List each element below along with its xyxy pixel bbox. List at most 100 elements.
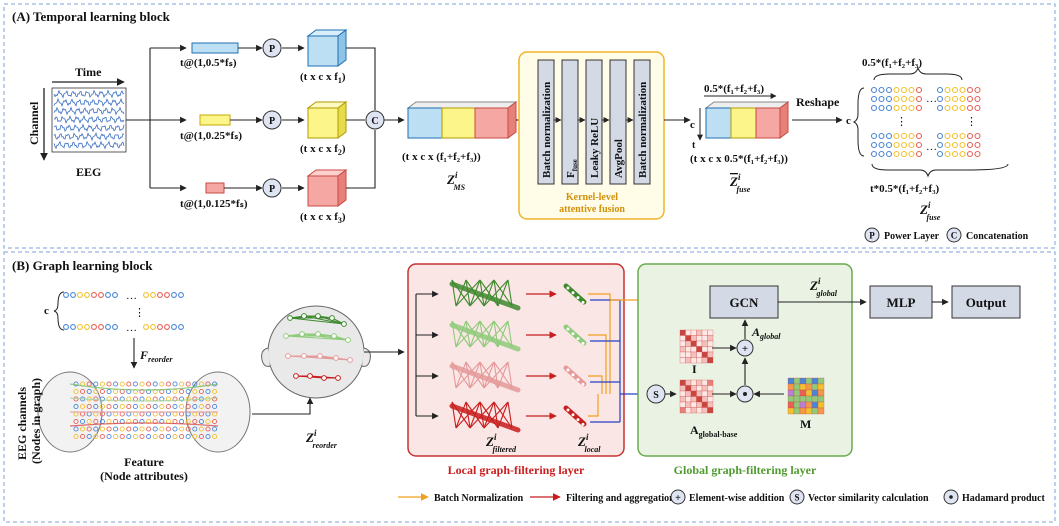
feature-label-1: Feature (124, 455, 164, 469)
cube-red (306, 169, 348, 207)
kernel-caption-1: Kernel-level (566, 192, 618, 203)
svg-text:P: P (269, 116, 275, 127)
filter-bar-1 (191, 42, 239, 54)
eeg-channel-label: Channel (27, 101, 41, 145)
power-layer-1: P (262, 38, 282, 58)
kernel-layer-4 (609, 59, 627, 185)
power-layer-2: P (262, 110, 282, 130)
fuse-dim: (t x c x 0.5*(f₁+f₂+f₃)) (690, 153, 788, 165)
local-graphs (449, 279, 521, 433)
svg-text:P: P (269, 44, 275, 55)
kernel-layer-1 (537, 59, 555, 185)
elementwise-add-node: + (736, 339, 754, 357)
cube-dim-2: (t x c x f2) (300, 143, 346, 157)
fuse-top-dim: 0.5*(f₁+f₂+f₃) (704, 83, 764, 95)
panel-b-frame (3, 251, 1056, 523)
svg-text:Concatenation: Concatenation (966, 231, 1029, 242)
branch-connectors (126, 44, 187, 192)
kernel-layer-2 (561, 59, 579, 185)
eeg-signal-block: Time Channel EEG (27, 65, 127, 179)
filter-bar-2 (199, 114, 231, 126)
grid-ellipsis-3: ⋮ (896, 116, 907, 128)
kernel-caption-2: attentive fusion (559, 204, 625, 215)
identity-matrix (679, 329, 714, 364)
panel-b-title: (B) Graph learning block (12, 258, 153, 273)
grid-ellipsis-1: … (926, 93, 937, 105)
svg-text:S: S (794, 493, 799, 503)
node-matrix-ellipsis-1: … (126, 290, 137, 302)
filter-bar-3 (205, 182, 225, 194)
node-matrix-ellipsis-2: … (126, 322, 137, 334)
svg-text:P: P (269, 184, 275, 195)
kernel-layer-label-3: Leaky ReLU (589, 118, 601, 178)
reordered-node-graph (37, 371, 251, 453)
concat-dim: (t x c x (f₁+f₂+f₃)) (402, 151, 481, 163)
kernel-layer-5 (633, 59, 651, 185)
filter-label-2: t@(1,0.25*fₛ) (180, 130, 242, 142)
filter-label-3: t@(1,0.125*fₛ) (180, 198, 248, 210)
kernel-layer-3 (585, 59, 603, 185)
svg-text:GCN: GCN (730, 295, 760, 310)
svg-text:P: P (869, 231, 875, 241)
kernel-layer-label-4: AvgPool (613, 139, 625, 178)
kernel-layer-label-1: Batch normalization (541, 82, 553, 178)
grid-c-label: c (846, 115, 851, 127)
svg-text:Filtering and aggregation: Filtering and aggregation (566, 493, 675, 504)
eeg-channels-label-2: (Nodes in graph) (29, 378, 43, 464)
panel-b-legend: Batch Normalization Filtering and aggreg… (398, 489, 1046, 505)
a-global-base-matrix (679, 379, 714, 414)
a-global-base-label: Aglobal-base (690, 423, 738, 439)
grid-ellipsis-2: … (926, 141, 937, 153)
svg-text:C: C (951, 231, 958, 241)
grid-ellipsis-4: ⋮ (966, 116, 977, 128)
brain-graph (261, 305, 371, 399)
svg-text:Output: Output (966, 295, 1007, 310)
node-matrix-c-label: c (44, 305, 49, 317)
eeg-waveforms (53, 89, 125, 150)
feature-label-2: (Node attributes) (100, 469, 188, 483)
svg-text:Element-wise addition: Element-wise addition (689, 493, 785, 504)
panel-a-frame (3, 3, 1056, 249)
svg-text:Batch Normalization: Batch Normalization (434, 493, 524, 504)
gcn-box: GCN (709, 285, 779, 319)
m-label: M (800, 417, 811, 431)
cube-dim-1: (t x c x f1) (300, 71, 346, 85)
cube-yellow (306, 101, 348, 139)
panel-a-title: (A) Temporal learning block (12, 9, 171, 24)
eeg-label: EEG (76, 165, 101, 179)
concat-node: C (365, 110, 385, 130)
power-layer-3: P (262, 178, 282, 198)
mlp-box: MLP (869, 285, 933, 319)
svg-text:MLP: MLP (887, 295, 916, 310)
local-layer-title: Local graph-filtering layer (448, 463, 585, 477)
f-reorder-label: Freorder (139, 348, 173, 364)
output-box: Output (951, 285, 1021, 319)
i-label: I (692, 362, 697, 376)
node-matrix (63, 292, 184, 330)
panel-a-legend: P Power Layer C Concatenation (864, 227, 1029, 243)
svg-text:C: C (371, 116, 378, 127)
m-matrix (787, 377, 825, 415)
filter-label-1: t@(1,0.5*fₛ) (180, 57, 237, 69)
svg-text:+: + (742, 343, 748, 355)
node-matrix-ellipsis-3: ⋮ (134, 307, 145, 319)
eeg-channels-label-1: EEG channels (15, 387, 29, 460)
fuse-t-label: t (692, 140, 696, 151)
fuse-c-label: c (690, 119, 695, 131)
svg-text:Hadamard product: Hadamard product (962, 493, 1046, 504)
concat-tensor (406, 101, 518, 139)
svg-text:+: + (675, 493, 681, 504)
svg-text:Power Layer: Power Layer (884, 231, 940, 242)
grid-top-dim: 0.5*(f₁+f₂+f₃) (862, 57, 922, 69)
fused-tensor (704, 101, 790, 139)
cube-dim-3: (t x c x f3) (300, 211, 346, 225)
reshape-label: Reshape (796, 95, 840, 109)
global-layer-title: Global graph-filtering layer (674, 463, 817, 477)
svg-text:Vector similarity calculation: Vector similarity calculation (808, 493, 929, 504)
